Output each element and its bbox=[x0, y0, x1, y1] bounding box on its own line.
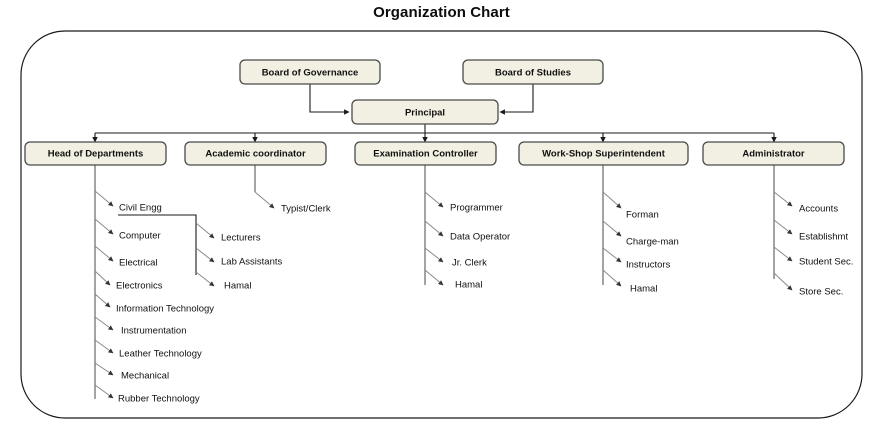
node-work-shop-superintendent-label: Work-Shop Superintendent bbox=[542, 149, 666, 160]
leaf-academic-staff-0: Typist/Clerk bbox=[281, 204, 331, 215]
leaf-department-2: Electrical bbox=[119, 258, 158, 269]
leaf-workshop-staff-1: Charge-man bbox=[626, 237, 679, 248]
node-principal[interactable]: Principal bbox=[351, 99, 499, 125]
connector-exam-spine bbox=[424, 165, 444, 286]
connector-academic-spine bbox=[254, 165, 275, 209]
leaf-examination-staff-0: Programmer bbox=[450, 203, 503, 214]
leaf-department-5: Instrumentation bbox=[121, 326, 186, 337]
node-examination-controller-label: Examination Controller bbox=[373, 149, 478, 160]
leaf-examination-staff-3: Hamal bbox=[455, 280, 482, 291]
node-principal-label: Principal bbox=[405, 108, 445, 119]
leaf-workshop-staff-0: Forman bbox=[626, 210, 659, 221]
leaf-administration-staff-2: Student Sec. bbox=[799, 257, 853, 268]
leaf-administration-staff-0: Accounts bbox=[799, 204, 838, 215]
leaf-department-staff-2: Hamal bbox=[224, 281, 251, 292]
node-administrator[interactable]: Administrator bbox=[702, 141, 845, 166]
leaf-examination-staff-1: Data Operator bbox=[450, 232, 510, 243]
leaf-department-8: Rubber Technology bbox=[118, 394, 200, 405]
leaf-examination-staff-2: Jr. Clerk bbox=[452, 258, 487, 269]
node-administrator-label: Administrator bbox=[742, 149, 805, 160]
connector-principal-bus bbox=[92, 124, 777, 143]
node-head-of-departments-label: Head of Departments bbox=[48, 149, 144, 160]
node-board-of-studies[interactable]: Board of Studies bbox=[462, 59, 604, 85]
leaf-department-staff-0: Lecturers bbox=[221, 233, 261, 244]
node-work-shop-superintendent[interactable]: Work-Shop Superintendent bbox=[518, 141, 689, 166]
node-academic-coordinator[interactable]: Academic coordinator bbox=[184, 141, 327, 166]
connector-dept-staff-spine bbox=[118, 214, 215, 287]
leaf-department-3: Electronics bbox=[116, 281, 163, 292]
connector-administrator-spine bbox=[773, 165, 793, 291]
leaf-department-4: Information Technology bbox=[116, 304, 214, 315]
connector-governance-to-principal bbox=[309, 84, 350, 115]
leaf-workshop-staff-2: Instructors bbox=[626, 260, 671, 271]
node-board-of-governance-label: Board of Governance bbox=[262, 68, 359, 79]
leaf-department-7: Mechanical bbox=[121, 371, 169, 382]
leaf-administration-staff-1: Establishmt bbox=[799, 232, 848, 243]
node-academic-coordinator-label: Academic coordinator bbox=[205, 149, 306, 160]
node-board-of-governance[interactable]: Board of Governance bbox=[239, 59, 381, 85]
connector-workshop-spine bbox=[602, 165, 622, 287]
leaf-department-1: Computer bbox=[119, 231, 161, 242]
leaf-department-6: Leather Technology bbox=[119, 349, 202, 360]
node-examination-controller[interactable]: Examination Controller bbox=[354, 141, 497, 166]
chart-outer-frame bbox=[20, 30, 863, 419]
connector-studies-to-principal bbox=[499, 84, 534, 115]
page-title: Organization Chart bbox=[373, 4, 510, 21]
node-board-of-studies-label: Board of Studies bbox=[495, 68, 571, 79]
leaf-department-0: Civil Engg bbox=[119, 203, 162, 214]
connector-hod-spine bbox=[94, 165, 114, 399]
leaf-department-staff-1: Lab Assistants bbox=[221, 257, 283, 268]
leaf-administration-staff-3: Store Sec. bbox=[799, 287, 843, 298]
leaf-workshop-staff-3: Hamal bbox=[630, 284, 657, 295]
node-head-of-departments[interactable]: Head of Departments bbox=[24, 141, 167, 166]
